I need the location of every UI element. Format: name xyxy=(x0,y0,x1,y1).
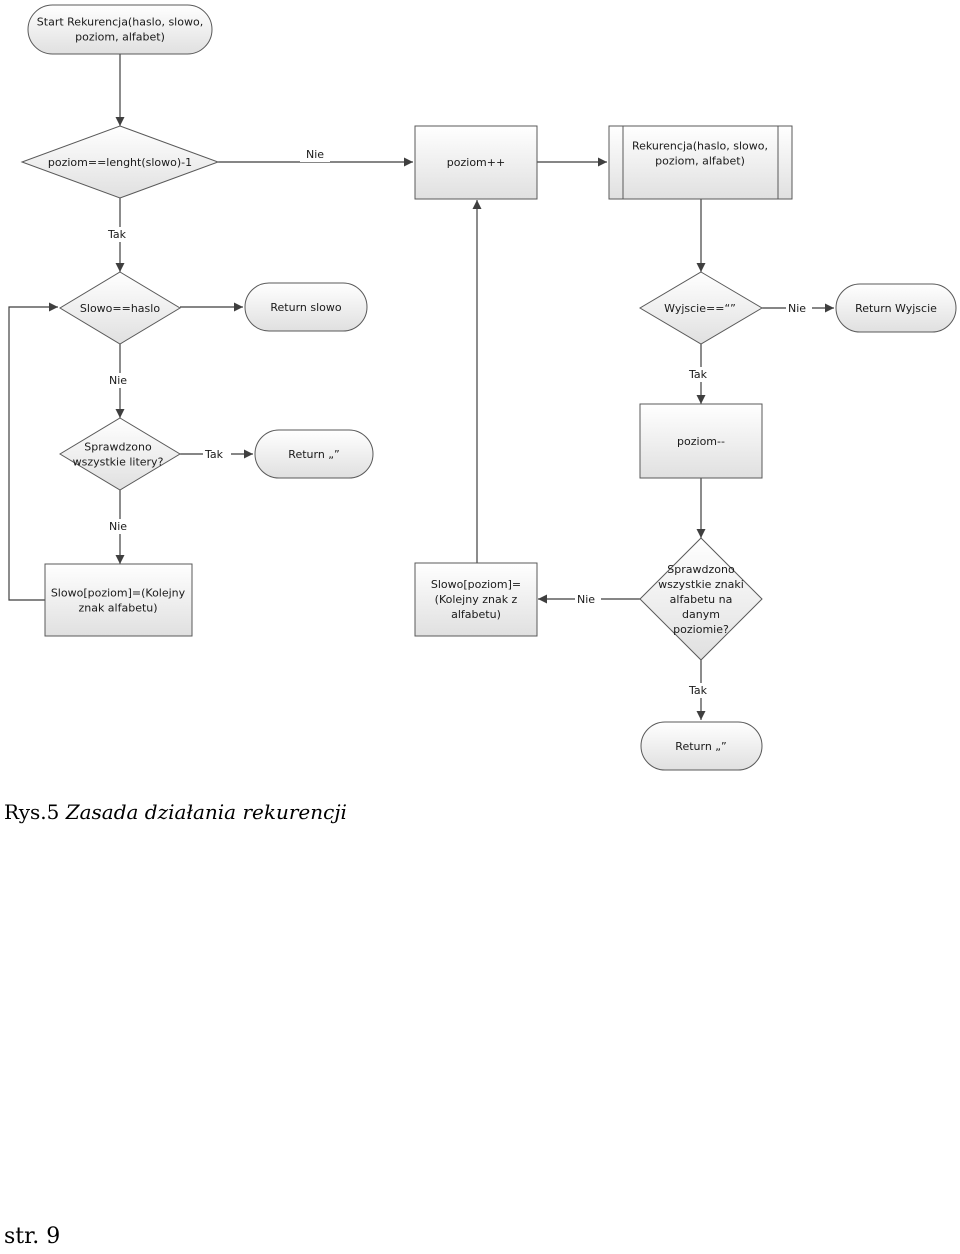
label-no-word: Nie xyxy=(109,374,127,387)
label-yes-alphabet: Tak xyxy=(688,684,708,697)
label-no-level: Nie xyxy=(306,148,324,161)
label-no-alphabet: Nie xyxy=(577,593,595,606)
label-yes-output: Tak xyxy=(688,368,708,381)
word-check-decision xyxy=(59,271,181,345)
label-yes-level: Tak xyxy=(107,228,127,241)
figure-caption: Rys.5 Zasada działania rekurencji xyxy=(4,800,347,824)
node-label-check-output: Wyjscie==“” xyxy=(664,302,736,315)
level-increment-process xyxy=(414,125,538,200)
letters-check-decision xyxy=(59,417,181,491)
set-letter-process-mid xyxy=(414,562,538,637)
level-decrement-process xyxy=(639,403,763,479)
alphabet-check-decision xyxy=(639,537,763,661)
return-word-terminator xyxy=(244,282,368,332)
return-empty-terminator-2 xyxy=(640,721,763,771)
node-label-level-inc: poziom++ xyxy=(447,156,505,169)
node-label-level-dec: poziom-- xyxy=(677,435,725,448)
label-no-output: Nie xyxy=(788,302,806,315)
node-label-return-word: Return slowo xyxy=(270,301,342,314)
flowchart: Nie Tak Nie Tak Nie Nie Tak Nie Tak xyxy=(8,4,957,771)
label-yes-letters: Tak xyxy=(204,448,224,461)
node-label-return-empty-1: Return „” xyxy=(288,448,339,461)
return-empty-terminator-1 xyxy=(254,429,374,479)
caption-title: Zasada działania rekurencji xyxy=(65,800,347,824)
start-terminator xyxy=(27,4,213,55)
set-letter-process-left xyxy=(44,563,193,637)
node-label-start: Start Rekurencja(haslo, slowo,poziom, al… xyxy=(37,16,203,44)
recursion-call-subprocess xyxy=(608,125,793,200)
edge-loop-back-to-word-check xyxy=(8,302,58,601)
node-labels: Start Rekurencja(haslo, slowo,poziom, al… xyxy=(37,16,937,754)
node-label-recursion-call: Rekurencja(haslo, slowo,poziom, alfabet) xyxy=(632,140,768,168)
node-label-check-level: poziom==lenght(slowo)-1 xyxy=(48,156,192,169)
node-label-return-empty-2: Return „” xyxy=(675,740,726,753)
node-label-check-word: Slowo==haslo xyxy=(80,302,160,315)
label-no-letters: Nie xyxy=(109,520,127,533)
return-output-terminator xyxy=(835,283,957,333)
caption-prefix: Rys.5 xyxy=(4,800,60,824)
page-number: str. 9 xyxy=(4,1224,61,1249)
node-label-return-output: Return Wyjscie xyxy=(855,302,937,315)
output-check-decision xyxy=(639,271,763,345)
level-check-decision xyxy=(20,125,220,199)
